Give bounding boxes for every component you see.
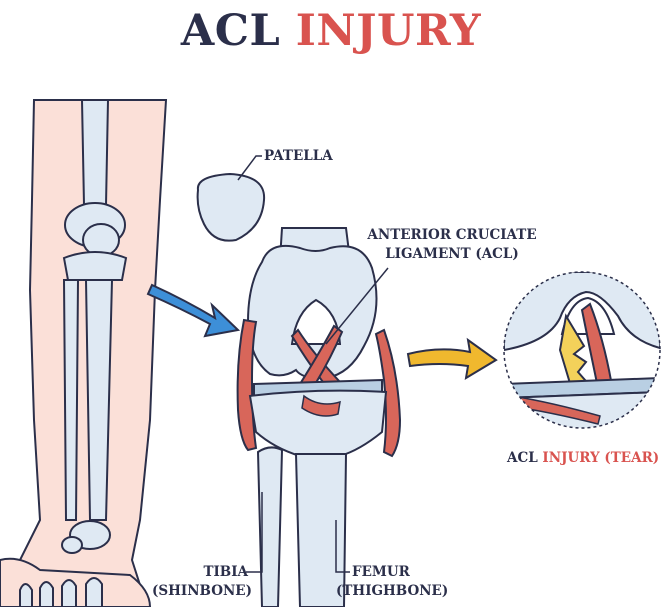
knee-tibia-plateau (250, 391, 386, 456)
tibia-label: TIBIA (SHINBONE) (152, 563, 248, 601)
leg-femur (82, 100, 108, 205)
tibia-label-line2: (SHINBONE) (152, 582, 248, 601)
acl-label-line2: LIGAMENT (ACL) (352, 245, 552, 264)
blue-arrow (148, 285, 238, 336)
tear-label-acl: ACL (507, 450, 538, 466)
patella-leader-line (238, 156, 262, 180)
tear-label-injury: INJURY (TEAR) (542, 450, 659, 466)
leg-patella (83, 224, 119, 256)
toe (86, 578, 102, 607)
femur-label-line2: (THIGHBONE) (336, 582, 448, 601)
leg-tibia-head (64, 252, 126, 280)
patella-label: PATELLA (264, 147, 333, 166)
femur-label: FEMUR (THIGHBONE) (336, 563, 448, 601)
tear-label: ACL INJURY (TEAR) (507, 449, 659, 468)
toe (62, 580, 76, 607)
leg-fibula (64, 280, 78, 520)
acl-label-line1: ANTERIOR CRUCIATE (352, 226, 552, 245)
acl-label: ANTERIOR CRUCIATE LIGAMENT (ACL) (352, 226, 552, 264)
patella-bone (198, 174, 265, 241)
yellow-arrow (408, 340, 496, 378)
leg-illustration (0, 100, 166, 607)
zoom-detail (504, 272, 660, 432)
toe (40, 582, 53, 607)
leg-ankle-small (62, 537, 82, 553)
tibia-label-line1: TIBIA (152, 563, 248, 582)
femur-label-line1: FEMUR (336, 563, 448, 582)
toe (20, 584, 32, 607)
